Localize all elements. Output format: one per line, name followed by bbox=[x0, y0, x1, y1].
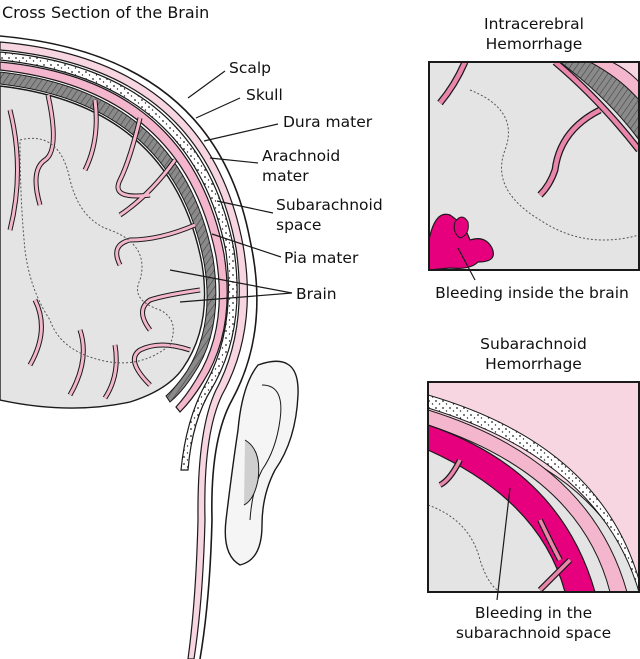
intracerebral-caption: Bleeding inside the brain bbox=[435, 284, 629, 302]
intracerebral-title-line1: Intracerebral bbox=[484, 15, 584, 33]
white-matter-boundary bbox=[19, 137, 174, 364]
subarachnoid-caption-line2: subarachnoid space bbox=[455, 624, 612, 642]
leader-lines bbox=[169, 70, 293, 303]
label-dura-mater: Dura mater bbox=[283, 113, 373, 131]
label-arachnoid-line2: mater bbox=[262, 167, 309, 185]
label-scalp: Scalp bbox=[229, 59, 272, 77]
subarachnoid-title-line2: Hemorrhage bbox=[485, 355, 582, 373]
subarachnoid-inset-frame bbox=[427, 381, 640, 593]
label-arachnoid-line1: Arachnoid bbox=[262, 147, 341, 165]
label-subarachnoid-line2: space bbox=[276, 216, 322, 234]
neck-outline bbox=[0, 35, 258, 659]
subarachnoid-band bbox=[0, 71, 217, 403]
label-brain: Brain bbox=[296, 285, 337, 303]
label-skull: Skull bbox=[246, 86, 283, 104]
skull-layer bbox=[0, 51, 238, 471]
label-pia-mater: Pia mater bbox=[284, 249, 359, 267]
ear-illustration bbox=[224, 360, 299, 566]
subarachnoid-inset-art bbox=[428, 382, 639, 592]
subarachnoid-caption-line1: Bleeding in the bbox=[474, 604, 593, 622]
intracerebral-title-line2: Hemorrhage bbox=[485, 35, 583, 53]
dura-layer bbox=[0, 61, 228, 413]
subarachnoid-title-line1: Subarachnoid bbox=[480, 335, 587, 353]
intracerebral-bleed bbox=[429, 213, 494, 270]
label-subarachnoid-line1: Subarachnoid bbox=[276, 196, 383, 214]
cortex-folds-pink bbox=[8, 94, 201, 399]
intracerebral-inset-art bbox=[429, 62, 639, 270]
intracerebral-inset-frame bbox=[428, 61, 640, 271]
diagram-title: Cross Section of the Brain bbox=[2, 3, 210, 22]
